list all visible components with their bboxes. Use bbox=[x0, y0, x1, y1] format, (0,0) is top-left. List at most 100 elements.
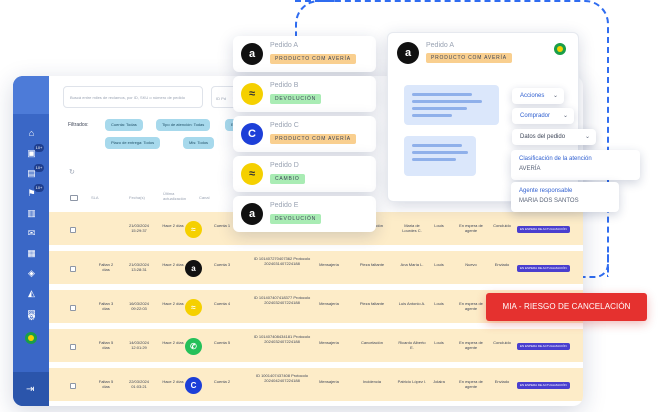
channel-cell: Mensajería bbox=[319, 262, 339, 267]
client-cell: Luis Antonio A. bbox=[398, 301, 426, 306]
status-cell: En espera de agente bbox=[459, 379, 483, 389]
date-cell: 14/03/2024 12:01:29 bbox=[128, 340, 150, 350]
detail-badge: PRODUCTO COM AVERÍA bbox=[426, 53, 512, 63]
chevron-down-icon: ⌄ bbox=[552, 93, 558, 99]
status-tag: EN ESPERA DE ACTUALIZACIÓN bbox=[517, 265, 570, 272]
brazil-flag-icon[interactable] bbox=[25, 332, 37, 344]
sla-cell: Faltan 5 días bbox=[98, 340, 114, 350]
ml-logo-icon: ≈ bbox=[185, 299, 202, 316]
header-sla: SLA bbox=[91, 195, 99, 200]
bag-icon[interactable]: ▥ bbox=[27, 208, 36, 218]
actions-dropdown[interactable]: Acciones⌄ bbox=[512, 88, 564, 104]
logout-icon[interactable]: ⇥ bbox=[26, 384, 35, 395]
filter-chip-account[interactable]: Cuenta: Todas bbox=[105, 119, 143, 131]
table-header: SLA Fecha(s) Última actualización Canal bbox=[49, 181, 583, 211]
whatsapp-logo-icon: ✆ bbox=[185, 338, 202, 355]
status-cell: En espera de agente bbox=[459, 223, 483, 233]
order-title: Pedido B bbox=[270, 82, 299, 89]
account-cell: Cuenta 5 bbox=[213, 340, 231, 345]
updated-cell: Hace 2 días bbox=[162, 262, 184, 267]
row-checkbox[interactable] bbox=[70, 305, 76, 311]
connector-line bbox=[563, 250, 609, 278]
account-cell: Cuenta 2 bbox=[213, 379, 231, 384]
search-input[interactable]: Buscá entre miles de reclamos, por ID, S… bbox=[63, 86, 203, 108]
order-title: Pedido A bbox=[270, 42, 299, 49]
row-checkbox[interactable] bbox=[70, 266, 76, 272]
sidebar: ⌂ ▣ 10+ ▤ 10+ ⚑ 10+ ▥ ✉ ▦ ◈ ◭ ▧ ⚙ ⇥ bbox=[13, 76, 49, 406]
logout-area[interactable]: ⇥ bbox=[13, 372, 49, 406]
message-bubble bbox=[404, 136, 476, 176]
status-cell: Nuevo bbox=[465, 262, 477, 267]
id-cell: ID 1001407437408 Protocolo 2024042407224… bbox=[255, 373, 309, 383]
date-cell: 21/03/2024 15:29:37 bbox=[128, 223, 150, 233]
row-checkbox[interactable] bbox=[70, 227, 76, 233]
mail-icon[interactable]: ✉ bbox=[27, 228, 36, 238]
channel-cell: Mensajería bbox=[319, 301, 339, 306]
client-cell: Ana María L. bbox=[400, 262, 424, 267]
status-tag: EN ESPERA DE ACTUALIZACIÓN bbox=[517, 343, 570, 350]
filter-chip-delivery[interactable]: Plazo de entrega: Todos bbox=[105, 137, 161, 149]
order-badge: DEVOLUCIÓN bbox=[270, 94, 322, 104]
status-tag: EN ESPERA DE ACTUALIZACIÓN bbox=[517, 226, 570, 233]
client-cell: Maria de Lourdes C. bbox=[402, 223, 422, 233]
chevron-down-icon: ⌄ bbox=[562, 113, 568, 119]
academy-icon[interactable]: ◭ bbox=[28, 288, 35, 298]
agent-cell: Louis bbox=[434, 223, 444, 228]
agent-cell: Jolaira bbox=[433, 379, 445, 384]
coppel-logo-icon: C bbox=[185, 377, 202, 394]
sort-icon[interactable]: ↻ bbox=[69, 169, 75, 176]
badge-count: 10+ bbox=[34, 144, 44, 152]
inbox-icon[interactable]: ▣ bbox=[27, 148, 36, 158]
updated-cell: Hace 2 días bbox=[162, 379, 184, 384]
result-cell: Concluido bbox=[493, 223, 511, 228]
flag-icon[interactable]: ⚑ bbox=[27, 188, 36, 198]
reason-cell: Pieza faltante bbox=[359, 301, 385, 306]
header-date: Fecha(s) bbox=[129, 195, 145, 200]
chart-icon[interactable]: ▦ bbox=[27, 248, 36, 258]
account-cell: Cuenta 1 bbox=[213, 223, 231, 228]
message-bubble bbox=[404, 85, 499, 125]
agent-field[interactable]: Agente responsable MARIA DOS SANTOS bbox=[511, 182, 619, 212]
amazon-logo-icon: a bbox=[241, 203, 263, 225]
order-data-dropdown[interactable]: Datos del pedido⌄ bbox=[512, 129, 596, 145]
settings-icon[interactable]: ⚙ bbox=[27, 312, 36, 322]
row-checkbox[interactable] bbox=[70, 344, 76, 350]
updated-cell: Hace 2 días bbox=[162, 223, 184, 228]
result-cell: Enviado bbox=[494, 262, 510, 267]
order-badge: PRODUCTO COM AVERÍA bbox=[270, 54, 356, 64]
agent-cell: Louis bbox=[434, 301, 444, 306]
chat-icon[interactable]: ▤ bbox=[27, 168, 36, 178]
header-channel: Canal bbox=[199, 195, 210, 200]
status-cell: En espera de agente bbox=[459, 340, 483, 350]
tag-icon[interactable]: ◈ bbox=[28, 268, 35, 278]
filter-chip-type[interactable]: Tipo de atención: Todas bbox=[156, 119, 211, 131]
risk-banner: MIA - RIESGO DE CANCELACIÓN bbox=[486, 293, 647, 321]
filter-chip-mine[interactable]: Mis: Todos bbox=[183, 137, 215, 149]
home-icon[interactable]: ⌂ bbox=[28, 128, 35, 138]
agent-cell: Louis bbox=[434, 262, 444, 267]
row-checkbox[interactable] bbox=[70, 383, 76, 389]
ml-logo-icon: ≈ bbox=[185, 221, 202, 238]
reason-cell: Cancelación bbox=[360, 340, 383, 345]
status-tag: EN ESPERA DE ACTUALIZACIÓN bbox=[517, 382, 570, 389]
buyer-dropdown[interactable]: Comprador⌄ bbox=[512, 108, 574, 124]
sla-cell: Faltan 3 días bbox=[98, 301, 114, 311]
channel-cell: Mensajería bbox=[319, 379, 339, 384]
classification-field[interactable]: Clasificación de la atención AVERÍA bbox=[511, 150, 640, 180]
order-badge: CAMBIO bbox=[270, 174, 305, 184]
updated-cell: Hace 2 días bbox=[162, 301, 184, 306]
sla-cell: Faltan 5 días bbox=[98, 379, 114, 389]
order-title: Pedido E bbox=[270, 202, 299, 209]
document-icon[interactable]: ▧ bbox=[27, 308, 36, 318]
select-all-checkbox[interactable] bbox=[70, 195, 78, 201]
reason-cell: Incidencia bbox=[362, 379, 381, 384]
ml-logo-icon: ≈ bbox=[241, 163, 263, 185]
